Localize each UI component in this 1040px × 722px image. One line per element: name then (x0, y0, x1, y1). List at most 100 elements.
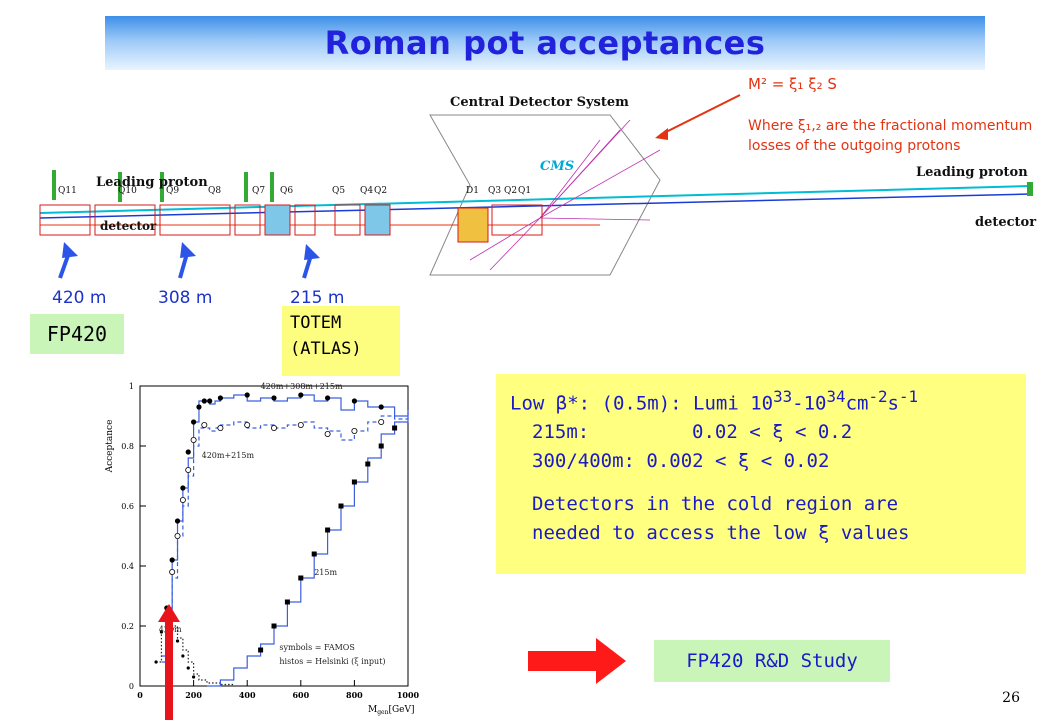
svg-text:Q2: Q2 (504, 186, 517, 196)
low-mass-arrow (158, 604, 180, 720)
y-tick-label: 0.6 (121, 502, 134, 511)
point-famos-all (207, 398, 213, 404)
y-tick-label: 0.2 (121, 622, 134, 631)
leading-proton-left: Leading proton (96, 175, 208, 190)
curve-annotation: 420m+308m+215m (261, 382, 343, 391)
x-tick-label: 600 (292, 690, 309, 700)
point-famos-215 (351, 479, 357, 485)
totem-label: TOTEM (ATLAS) (282, 306, 400, 376)
point-famos-215 (378, 443, 384, 449)
point-famos-420-215 (270, 425, 277, 432)
point-famos-420 (192, 675, 196, 679)
rd-study-label: FP420 R&D Study (654, 640, 890, 682)
distance-420: 420 m (52, 288, 107, 308)
point-famos-420-215 (179, 497, 186, 504)
info-line5: needed to access the low ξ values (532, 522, 910, 545)
point-famos-420-215 (244, 422, 251, 429)
x-tick-label: 0 (137, 690, 143, 700)
svg-text:Q8: Q8 (208, 186, 221, 196)
point-famos-all (244, 392, 250, 398)
point-famos-420-215 (201, 422, 208, 429)
point-famos-215 (298, 575, 304, 581)
point-famos-420-215 (297, 422, 304, 429)
detector-left: detector (100, 219, 157, 233)
point-famos-215 (365, 461, 371, 467)
point-famos-420-215 (217, 425, 224, 432)
info-line2: 215m:0.02 < ξ < 0.2 (532, 421, 853, 444)
svg-text:Q5: Q5 (332, 186, 345, 196)
x-tick-label: 1000 (397, 690, 420, 700)
fp420-label: FP420 (30, 314, 124, 354)
point-famos-all (351, 398, 357, 404)
formula-note-line1: Where ξ₁,₂ are the fractional momentum (748, 118, 1033, 134)
distance-308: 308 m (158, 288, 213, 308)
point-famos-420 (181, 654, 185, 658)
svg-text:Q11: Q11 (58, 186, 77, 196)
totem-line1: TOTEM (290, 313, 342, 333)
point-famos-all (191, 419, 197, 425)
y-axis-label: Acceptance (105, 420, 115, 474)
point-famos-all (217, 395, 223, 401)
legend-text: histos = Helsinki (ξ input) (279, 657, 385, 666)
point-famos-420-215 (169, 568, 176, 575)
magnet-labels: Q11 Q10 Q9 Q8 Q7 Q6 Q5 Q4 Q2 D1 Q3 Q2 Q1 (58, 186, 531, 196)
x-axis-label: Mgen[GeV] (368, 705, 415, 716)
x-tick-label: 800 (346, 690, 363, 700)
point-famos-all (201, 398, 207, 404)
svg-text:Q1: Q1 (518, 186, 531, 196)
point-famos-420-215 (190, 437, 197, 444)
distance-arrows (58, 242, 320, 279)
point-famos-all (180, 485, 186, 491)
point-famos-420 (175, 639, 180, 643)
point-famos-420-215 (378, 419, 385, 426)
point-famos-420-215 (185, 467, 192, 474)
x-tick-label: 400 (239, 690, 256, 700)
particle-tracks (469, 119, 661, 271)
point-famos-all (298, 392, 304, 398)
magnet-blocks (39, 204, 543, 243)
svg-text:Q7: Q7 (252, 186, 265, 196)
distance-215: 215 m (290, 288, 345, 308)
point-famos-420 (154, 660, 158, 664)
point-famos-215 (258, 647, 264, 653)
svg-text:Q10: Q10 (118, 186, 137, 196)
info-line1: Low β*: (0.5m): Lumi 1033-1034cm-2s-1 (510, 387, 919, 415)
leading-proton-right: Leading proton (916, 165, 1028, 180)
point-famos-all (169, 557, 175, 563)
svg-text:Q3: Q3 (488, 186, 501, 196)
y-tick-label: 1 (129, 382, 134, 391)
series-420m-308m-215m (161, 394, 409, 657)
point-famos-420 (159, 630, 164, 634)
point-famos-all (196, 404, 202, 410)
central-detector-outline (429, 114, 661, 276)
point-famos-420-215 (324, 431, 331, 438)
svg-text:D1: D1 (466, 186, 479, 196)
curve-annotation: 420m+215m (202, 451, 255, 460)
page-title: Roman pot acceptances (324, 24, 766, 62)
plot-frame (139, 385, 409, 687)
series-420m-215m (161, 413, 409, 663)
point-famos-215 (325, 527, 331, 533)
y-tick-label: 0.4 (121, 562, 134, 571)
y-tick-label: 0 (129, 682, 134, 691)
point-famos-all (325, 395, 331, 401)
point-famos-420 (186, 666, 190, 670)
formula-text: M² = ξ₁ ξ₂ S (748, 75, 837, 93)
cms-label: CMS (540, 159, 574, 174)
curve-annotation: 215m (314, 568, 337, 577)
point-famos-215 (311, 551, 317, 557)
point-famos-all (378, 404, 384, 410)
point-famos-all (185, 449, 191, 455)
page-number: 26 (1002, 690, 1020, 706)
beamline-schematic: Central Detector System CMS Q11 Q10 (39, 94, 1036, 279)
info-line4: Detectors in the cold region are (532, 493, 899, 516)
svg-text:Q2: Q2 (374, 186, 387, 196)
central-detector-label: Central Detector System (450, 95, 629, 110)
point-famos-420-215 (351, 428, 358, 435)
legend-text: symbols = FAMOS (279, 643, 354, 652)
point-famos-all (271, 395, 277, 401)
point-famos-all (174, 518, 181, 524)
info-line3: 300/400m: 0.002 < ξ < 0.02 (532, 450, 830, 473)
